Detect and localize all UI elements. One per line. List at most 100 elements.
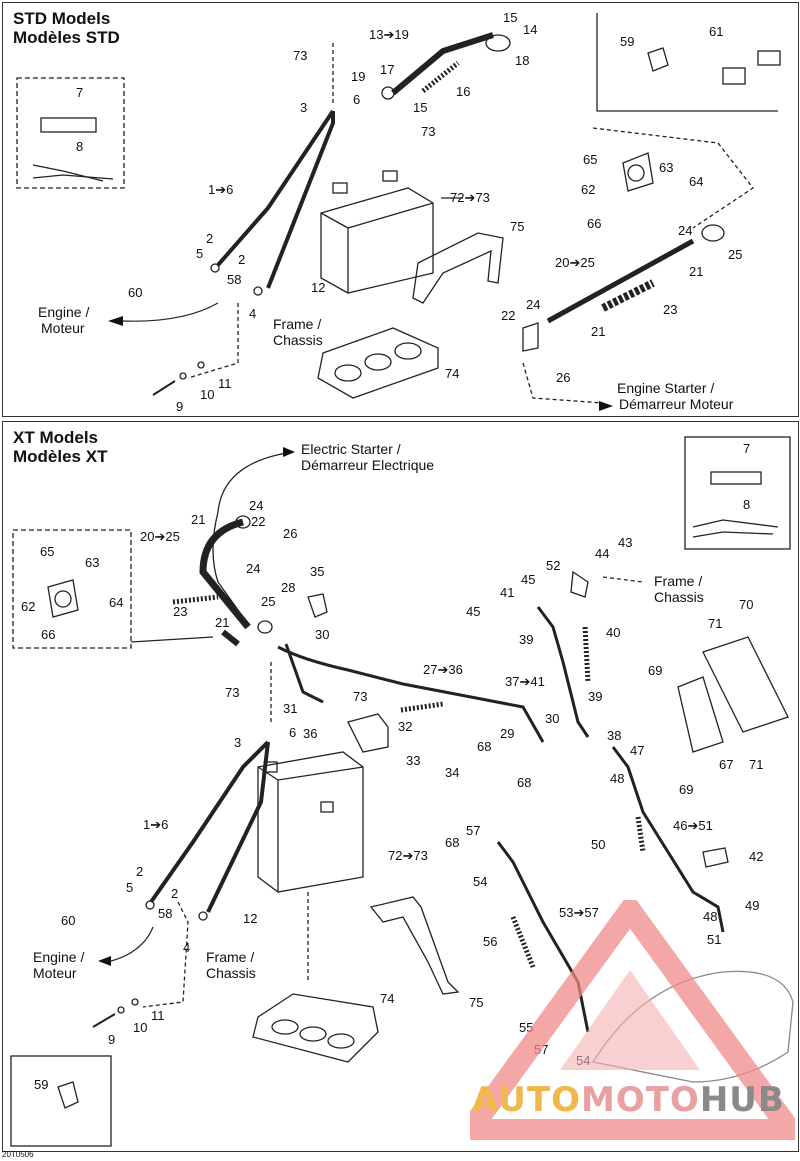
- xt-label-11: 11: [151, 1008, 165, 1023]
- xt-label-47: 47: [630, 743, 645, 758]
- std-label-6: 6: [353, 92, 361, 107]
- xt-label-5: 5: [126, 880, 134, 895]
- xt-label-74: 74: [380, 991, 395, 1006]
- std-title-en: STD Models: [13, 9, 111, 28]
- std-relay: [622, 152, 654, 192]
- std-label-26: 26: [556, 370, 571, 385]
- std-label-66: 66: [587, 216, 602, 231]
- xt-label-21b: 21: [215, 615, 230, 630]
- std-strap: [412, 232, 504, 304]
- xt-label-9: 9: [108, 1032, 116, 1047]
- std-label-72-73: 72➔73: [450, 190, 490, 205]
- xt-label-20-25: 20➔25: [140, 529, 180, 544]
- std-label-25: 25: [728, 247, 743, 262]
- std-label-2a: 2: [206, 231, 214, 246]
- xt-label-53-57: 53➔57: [559, 905, 599, 920]
- std-label-64: 64: [689, 174, 704, 189]
- std-tray: [317, 327, 439, 399]
- xt-label-75: 75: [469, 995, 484, 1010]
- std-label-16: 16: [456, 84, 471, 99]
- xt-label-39a: 39: [519, 632, 534, 647]
- xt-label-57a: 57: [466, 823, 481, 838]
- xt-label-24b: 24: [246, 561, 261, 576]
- std-models-panel: STD Models Modèles STD: [2, 2, 799, 417]
- std-dest-starter-fr: Démarreur Moteur: [619, 396, 734, 412]
- xt-label-51: 51: [707, 932, 722, 947]
- xt-title-en: XT Models: [13, 428, 99, 447]
- std-label-11: 11: [218, 376, 232, 391]
- xt-label-33: 33: [406, 753, 421, 768]
- std-dest-frame-fr: Chassis: [273, 332, 323, 348]
- std-label-61: 61: [709, 24, 724, 39]
- std-label-7: 7: [76, 85, 84, 100]
- xt-label-28: 28: [281, 580, 296, 595]
- xt-label-4: 4: [183, 940, 191, 955]
- xt-label-21a: 21: [191, 512, 206, 527]
- std-dest-starter-en: Engine Starter /: [617, 380, 715, 396]
- std-label-74: 74: [445, 366, 460, 381]
- xt-dest-frame-fr: Chassis: [654, 589, 704, 605]
- std-battery: [320, 187, 434, 294]
- xt-label-24a: 24: [249, 498, 264, 513]
- xt-label-68b: 68: [517, 775, 532, 790]
- xt-label-67: 67: [719, 757, 734, 772]
- xt-label-8: 8: [743, 497, 751, 512]
- xt-label-58: 58: [158, 906, 173, 921]
- watermark-part2: MOTO: [580, 1080, 700, 1120]
- xt-label-34: 34: [445, 765, 460, 780]
- std-label-10: 10: [200, 387, 215, 402]
- xt-label-62: 62: [21, 599, 36, 614]
- std-label-19: 19: [351, 69, 366, 84]
- xt-models-panel: XT Models Modèles XT: [2, 421, 799, 1152]
- std-label-75: 75: [510, 219, 525, 234]
- xt-label-66: 66: [41, 627, 56, 642]
- std-label-60: 60: [128, 285, 143, 300]
- xt-label-30a: 30: [315, 627, 330, 642]
- drawing-code: 20T0506: [2, 1150, 34, 1159]
- xt-label-1-6: 1➔6: [143, 817, 169, 832]
- watermark-part3: HUB: [699, 1080, 785, 1120]
- xt-label-27-36: 27➔36: [423, 662, 463, 677]
- std-label-22: 22: [501, 308, 516, 323]
- xt-label-71b: 71: [749, 757, 764, 772]
- xt-label-70: 70: [739, 597, 754, 612]
- xt-label-50: 50: [591, 837, 606, 852]
- xt-label-26: 26: [283, 526, 298, 541]
- xt-label-69b: 69: [679, 782, 694, 797]
- std-label-1-6: 1➔6: [208, 182, 234, 197]
- xt-label-10: 10: [133, 1020, 148, 1035]
- xt-label-29: 29: [500, 726, 515, 741]
- xt-label-7: 7: [743, 441, 751, 456]
- xt-tray: [252, 993, 379, 1063]
- std-label-5: 5: [196, 246, 204, 261]
- xt-label-68a: 68: [477, 739, 492, 754]
- std-label-21a: 21: [689, 264, 704, 279]
- xt-label-37-41: 37➔41: [505, 674, 545, 689]
- std-label-62: 62: [581, 182, 596, 197]
- xt-label-22: 22: [251, 514, 266, 529]
- xt-label-30b: 30: [545, 711, 560, 726]
- xt-label-2b: 2: [171, 886, 179, 901]
- std-label-58: 58: [227, 272, 242, 287]
- xt-fuse-block: [677, 676, 724, 753]
- xt-dest-frame2-fr: Chassis: [206, 965, 256, 981]
- xt-label-25: 25: [261, 594, 276, 609]
- xt-label-2a: 2: [136, 864, 144, 879]
- xt-label-36: 36: [303, 726, 318, 741]
- xt-strap: [369, 896, 460, 995]
- std-label-13-19: 13➔19: [369, 27, 409, 42]
- automotohub-watermark: AUTOMOTOHUB: [472, 1080, 785, 1120]
- std-label-8: 8: [76, 139, 84, 154]
- xt-battery: [257, 751, 364, 893]
- std-label-18: 18: [515, 53, 530, 68]
- xt-label-3: 3: [234, 735, 242, 750]
- xt-dest-starter-fr: Démarreur Electrique: [301, 457, 435, 473]
- std-dest-engine-en: Engine /: [38, 304, 90, 320]
- xt-dest-starter-en: Electric Starter /: [301, 441, 401, 457]
- std-parts-drawing: [16, 13, 781, 411]
- std-label-73a: 73: [293, 48, 308, 63]
- xt-dest-engine-fr: Moteur: [33, 965, 77, 981]
- xt-parts-drawing: [10, 436, 794, 1147]
- std-label-24a: 24: [678, 223, 693, 238]
- xt-label-41: 41: [500, 585, 515, 600]
